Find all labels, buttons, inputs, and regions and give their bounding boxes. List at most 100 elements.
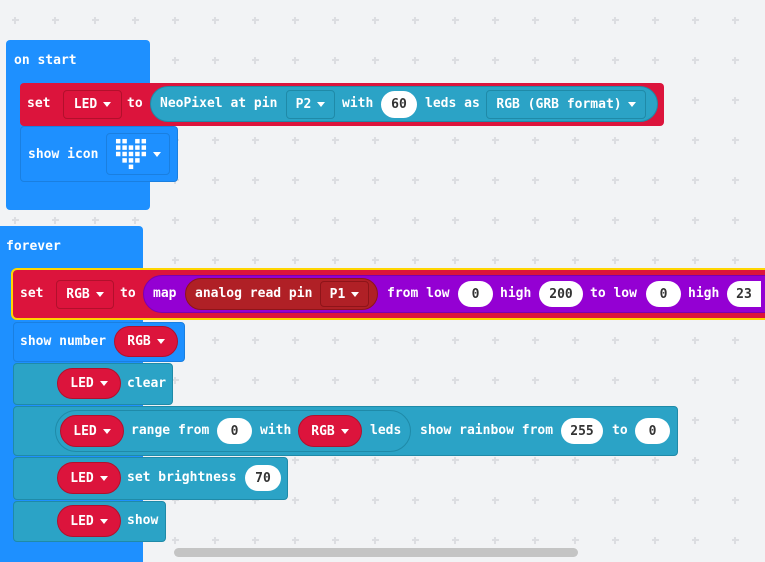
grid-mark	[494, 457, 496, 464]
grid-mark	[294, 177, 296, 184]
rainbow-end-input[interactable]: 0	[635, 418, 670, 444]
grid-mark	[254, 257, 256, 264]
grid-mark	[214, 377, 216, 384]
icon-picker-dropdown[interactable]	[106, 133, 170, 175]
grid-mark	[254, 177, 256, 184]
grid-mark	[534, 177, 536, 184]
grid-mark	[454, 257, 456, 264]
grid-mark	[534, 57, 536, 64]
pin-p2-label: P2	[295, 97, 312, 112]
grid-mark	[254, 377, 256, 384]
rgb-variable-dropdown[interactable]: RGB	[56, 280, 114, 309]
grid-mark	[694, 457, 696, 464]
grid-mark	[454, 217, 456, 224]
grid-mark	[134, 17, 136, 24]
grid-mark	[374, 57, 376, 64]
grid-mark	[214, 177, 216, 184]
grid-mark	[734, 57, 736, 64]
grid-mark	[614, 537, 616, 544]
grid-mark	[614, 177, 616, 184]
analog-read-label: analog read pin	[195, 286, 313, 301]
grid-mark	[334, 377, 336, 384]
rainbow-start-input[interactable]: 255	[561, 418, 603, 444]
brightness-input[interactable]: 70	[245, 465, 281, 491]
grid-mark	[174, 217, 176, 224]
grid-mark	[734, 97, 736, 104]
grid-mark	[334, 217, 336, 224]
led-variable-dropdown[interactable]: LED	[63, 90, 122, 119]
set-label: set	[27, 96, 51, 111]
grid-mark	[374, 137, 376, 144]
grid-mark	[534, 137, 536, 144]
from-high-input[interactable]: 200	[539, 281, 583, 307]
grid-mark	[734, 137, 736, 144]
grid-mark	[294, 377, 296, 384]
grid-mark	[374, 217, 376, 224]
grid-mark	[454, 377, 456, 384]
grid-mark	[574, 17, 576, 24]
grid-mark	[734, 457, 736, 464]
set-brightness-label: set brightness	[127, 470, 237, 485]
grid-mark	[494, 377, 496, 384]
grid-mark	[214, 17, 216, 24]
grid-mark	[534, 457, 536, 464]
from-low-label: from low	[387, 286, 450, 301]
grid-mark	[54, 217, 56, 224]
grid-mark	[654, 257, 656, 264]
rgb-variable-label: RGB	[66, 287, 90, 302]
to-label: to	[127, 96, 143, 111]
pin-p2-dropdown[interactable]: P2	[286, 90, 335, 119]
grid-mark	[494, 17, 496, 24]
show-label: show	[127, 513, 159, 528]
grid-mark	[454, 177, 456, 184]
grid-mark	[374, 497, 376, 504]
grid-mark	[214, 217, 216, 224]
to-low-label: to low	[590, 286, 637, 301]
forever-label: forever	[6, 239, 61, 254]
show-number-rgb-var[interactable]: RGB	[114, 326, 178, 357]
pin-p1-dropdown[interactable]: P1	[320, 281, 369, 307]
range-from-input[interactable]: 0	[217, 418, 252, 444]
grid-mark	[254, 217, 256, 224]
grid-mark	[494, 497, 496, 504]
chevron-down-icon	[153, 151, 161, 157]
to-high-input[interactable]: 23	[727, 281, 761, 307]
grid-mark	[454, 537, 456, 544]
grid-mark	[694, 97, 696, 104]
led-clear-var[interactable]: LED	[57, 368, 121, 399]
range-led-var[interactable]: LED	[60, 415, 124, 447]
rgb-format-dropdown[interactable]: RGB (GRB format)	[486, 90, 646, 119]
grid-mark	[614, 377, 616, 384]
grid-mark	[494, 177, 496, 184]
grid-mark	[94, 17, 96, 24]
grid-mark	[94, 217, 96, 224]
grid-mark	[214, 57, 216, 64]
grid-mark	[294, 57, 296, 64]
led-count-input[interactable]: 60	[381, 91, 417, 118]
grid-mark	[214, 337, 216, 344]
set-rgb-to-label: to	[120, 286, 136, 301]
grid-mark	[734, 337, 736, 344]
horizontal-scrollbar[interactable]	[174, 548, 578, 557]
grid-mark	[494, 337, 496, 344]
heart-icon	[115, 138, 147, 170]
grid-mark	[454, 17, 456, 24]
grid-mark	[694, 417, 696, 424]
grid-mark	[414, 57, 416, 64]
range-count-var[interactable]: RGB	[298, 415, 362, 447]
to-low-input[interactable]: 0	[646, 281, 681, 307]
grid-mark	[294, 337, 296, 344]
brightness-led-var-label: LED	[70, 470, 94, 486]
grid-mark	[294, 457, 296, 464]
grid-mark	[574, 497, 576, 504]
grid-mark	[294, 257, 296, 264]
show-led-var[interactable]: LED	[57, 505, 121, 537]
brightness-led-var[interactable]: LED	[57, 462, 121, 494]
grid-mark	[494, 257, 496, 264]
range-count-var-label: RGB	[311, 423, 335, 439]
grid-mark	[334, 137, 336, 144]
grid-mark	[734, 417, 736, 424]
grid-mark	[494, 217, 496, 224]
from-low-input[interactable]: 0	[458, 281, 493, 307]
